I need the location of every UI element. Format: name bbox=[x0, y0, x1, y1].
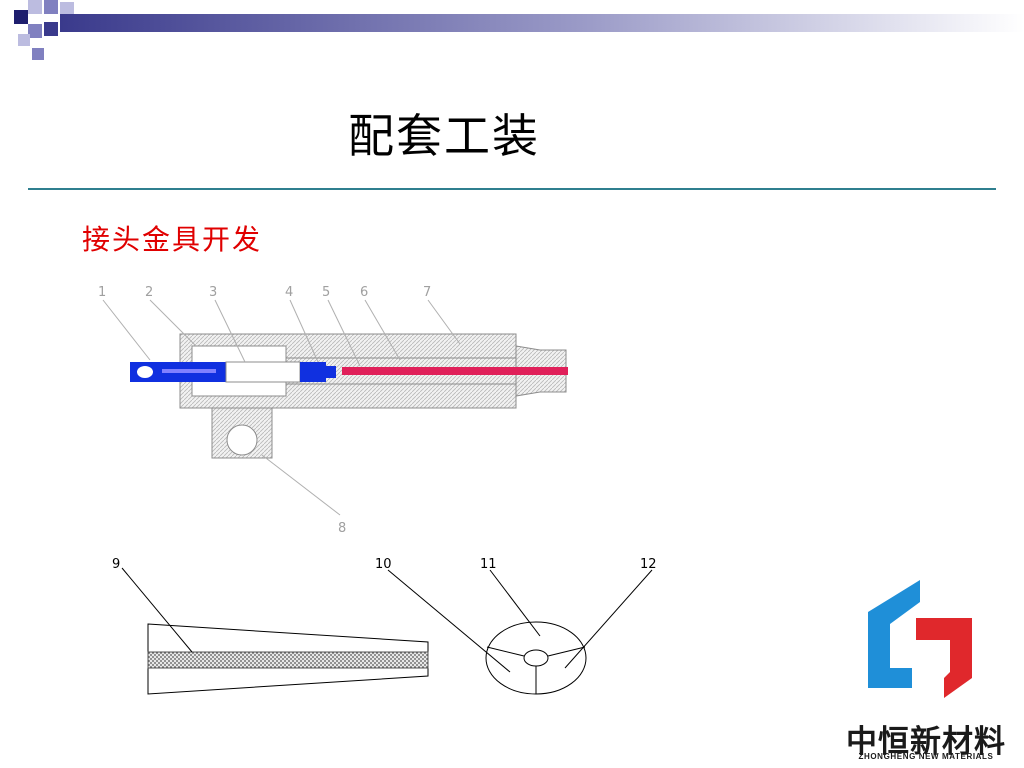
leader-9 bbox=[121, 567, 193, 653]
title-divider bbox=[28, 188, 996, 190]
logo-blue-shape bbox=[868, 580, 920, 668]
leader-11 bbox=[489, 569, 541, 637]
fitting-housing bbox=[179, 333, 567, 459]
label-12: 12 bbox=[640, 557, 657, 572]
leader-10 bbox=[387, 569, 511, 673]
logo-red-shape bbox=[916, 618, 972, 698]
leader-lines bbox=[102, 299, 461, 516]
end-cap-slot bbox=[162, 369, 216, 373]
fitting-internals bbox=[130, 361, 568, 383]
header-square bbox=[32, 48, 44, 60]
header-decoration bbox=[14, 0, 1024, 60]
housing-tab-hole bbox=[226, 424, 258, 456]
white-sleeve bbox=[225, 361, 301, 383]
label-2: 2 bbox=[145, 285, 153, 300]
label-1: 1 bbox=[98, 285, 106, 300]
header-square bbox=[18, 34, 30, 46]
leader-12 bbox=[564, 569, 653, 669]
label-7: 7 bbox=[423, 285, 431, 300]
red-rod bbox=[342, 367, 568, 375]
company-name-en: ZHONGHENG NEW MATERIALS bbox=[858, 752, 994, 761]
header-gradient-bar bbox=[60, 14, 1024, 32]
header-square bbox=[44, 22, 58, 36]
drawing-labels-lower: 9 10 11 12 bbox=[112, 557, 657, 572]
header-square bbox=[14, 10, 28, 24]
header-square bbox=[28, 24, 42, 38]
drawing-labels: 1 2 3 4 5 6 7 8 bbox=[98, 285, 431, 536]
header-square bbox=[44, 0, 58, 14]
slide-title: 配套工装 bbox=[348, 109, 540, 163]
label-4: 4 bbox=[285, 285, 293, 300]
label-8: 8 bbox=[338, 521, 346, 536]
label-10: 10 bbox=[375, 557, 392, 572]
section-subtitle: 接头金具开发 bbox=[82, 223, 263, 256]
cone-core bbox=[147, 651, 429, 669]
label-5: 5 bbox=[322, 285, 330, 300]
blue-connector bbox=[300, 362, 326, 382]
cone-wedge bbox=[121, 567, 429, 695]
header-square bbox=[28, 0, 42, 14]
header-square bbox=[60, 2, 74, 14]
company-name-cn: 中恒新材料 bbox=[846, 724, 1006, 760]
label-9: 9 bbox=[112, 557, 120, 572]
label-6: 6 bbox=[360, 285, 368, 300]
company-logo bbox=[868, 580, 972, 698]
label-11: 11 bbox=[480, 557, 497, 572]
end-view-disc bbox=[387, 569, 653, 695]
blue-connector-nub bbox=[326, 366, 336, 378]
end-cap-hole bbox=[137, 366, 153, 378]
label-3: 3 bbox=[209, 285, 217, 300]
logo-blue-base bbox=[868, 668, 912, 688]
